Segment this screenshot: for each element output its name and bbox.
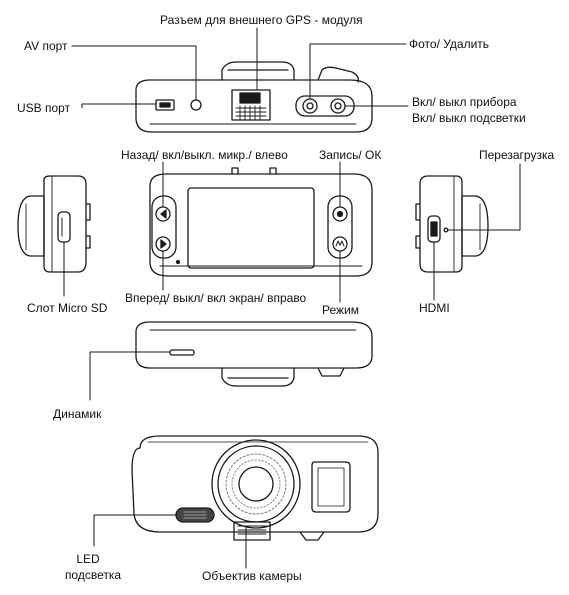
- av-port-label: AV порт: [24, 39, 68, 53]
- bottom-connector-shape: [233, 521, 271, 541]
- back-mic-left-label: Назад/ вкл/выкл. микр./ влево: [121, 148, 288, 162]
- backlight-label: Вкл/ выкл подсветки: [412, 111, 526, 125]
- camera-lens-label: Объектив камеры: [202, 569, 302, 583]
- gps-port-shape: [231, 89, 271, 121]
- led-label-line1: LED: [76, 552, 100, 566]
- mode-label: Режим: [322, 303, 359, 317]
- record-ok-label: Запись/ ОК: [319, 148, 382, 162]
- micro-sd-label: Слот Micro SD: [27, 301, 108, 315]
- reset-label: Перезагрузка: [479, 148, 555, 162]
- front-view: [149, 167, 373, 277]
- micro-sd-slot-shape: [57, 211, 71, 243]
- left-side-view: [17, 175, 91, 273]
- av-port-shape: [190, 99, 202, 111]
- top-view: [135, 61, 373, 133]
- forward-screen-right-label: Вперед/ выкл/ вкл экран/ вправо: [125, 291, 307, 305]
- photo-delete-label: Фото/ Удалить: [409, 37, 490, 51]
- power-label: Вкл/ выкл прибора: [412, 95, 517, 109]
- right-side-view: [415, 175, 489, 273]
- power-button-shape: [330, 98, 346, 114]
- led-label-line2: подсветка: [64, 568, 122, 582]
- bottom-view: [135, 321, 373, 387]
- usb-port-shape: [155, 99, 175, 111]
- leader-lines: [63, 27, 521, 569]
- speaker-label: Динамик: [53, 407, 102, 421]
- back-view: [131, 435, 379, 541]
- camera-lens-shape: [211, 439, 301, 529]
- speaker-shape: [169, 349, 195, 356]
- usb-port-label: USB порт: [17, 101, 71, 115]
- hdmi-label: HDMI: [419, 301, 450, 315]
- photo-button-shape: [302, 98, 318, 114]
- screen-shape: [187, 187, 315, 269]
- gps-port-label: Разъем для внешнего GPS - модуля: [160, 13, 363, 27]
- reset-hole-shape: [443, 227, 449, 233]
